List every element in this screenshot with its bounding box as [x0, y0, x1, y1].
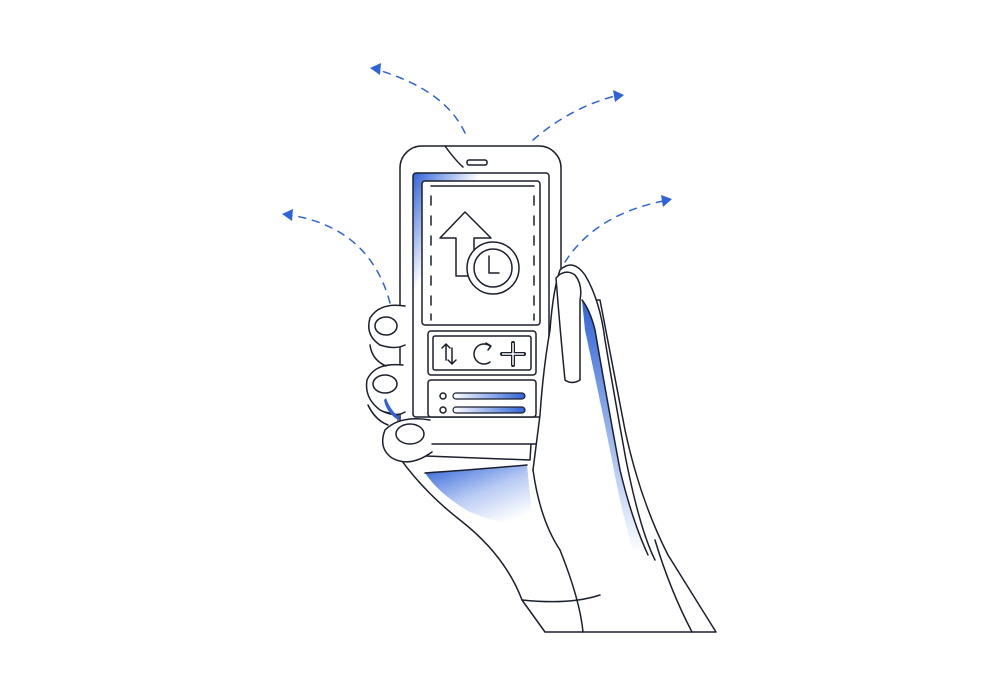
list-card — [427, 379, 537, 418]
sort-arrows-icon[interactable] — [441, 343, 457, 365]
plus-icon[interactable] — [500, 341, 526, 367]
list-item — [439, 406, 526, 414]
card-dashed-border — [430, 185, 535, 321]
signal-arrows — [282, 63, 672, 304]
dashed-arrow-icon — [532, 90, 624, 141]
list-item — [439, 392, 526, 400]
finger-index — [368, 304, 406, 349]
finger-ring — [381, 418, 433, 463]
refresh-icon[interactable] — [473, 342, 492, 365]
fingers — [365, 304, 433, 463]
thumb-shade — [582, 300, 648, 555]
thumb — [532, 264, 656, 561]
finger-middle — [365, 363, 406, 416]
finger-shade — [384, 398, 400, 420]
clock-icon — [466, 241, 520, 295]
phone — [399, 145, 562, 445]
upload-card — [421, 180, 541, 326]
dashed-arrow-icon — [370, 63, 466, 134]
phone-speaker — [466, 159, 488, 166]
thumb-nail — [555, 271, 582, 384]
dashed-arrow-icon — [564, 195, 672, 263]
action-bar — [427, 330, 537, 376]
palm-shade — [425, 465, 533, 525]
dashed-arrow-icon — [282, 209, 391, 304]
